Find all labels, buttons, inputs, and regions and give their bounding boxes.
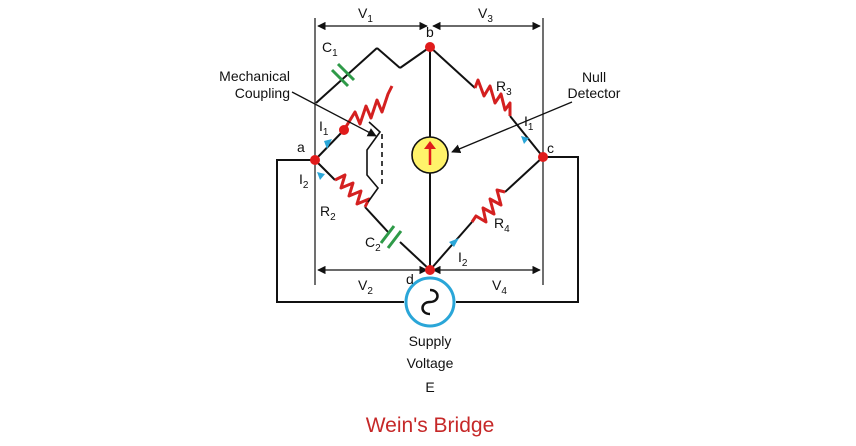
label-i2-left: I2	[299, 171, 309, 191]
label-v3: V3	[478, 5, 493, 25]
label-supply: Supply	[409, 333, 452, 349]
label-supply-symbol: E	[425, 379, 434, 395]
wire-r3-c	[509, 115, 544, 158]
label-r2: R2	[320, 203, 336, 223]
label-v1: V1	[358, 5, 373, 25]
label-i2-right: I2	[458, 249, 468, 269]
voltage-reference-lines	[314, 18, 544, 285]
wire-supply-left	[276, 159, 404, 303]
label-v4: V4	[492, 277, 507, 297]
resistor-r1-symbol	[342, 85, 394, 131]
node-b-dot	[425, 42, 435, 52]
wire-c2-d	[399, 241, 431, 271]
label-c1: C1	[322, 39, 338, 59]
label-v2: V2	[358, 277, 373, 297]
label-i1-right: I1	[524, 113, 534, 133]
mechanical-pointer	[291, 91, 377, 137]
label-voltage: Voltage	[407, 355, 454, 371]
current-arrow-i2-right	[449, 238, 459, 247]
label-null: Null	[582, 69, 606, 85]
wire-supply-right	[456, 156, 579, 303]
diagram-title: Wein's Bridge	[366, 414, 495, 437]
null-detector	[411, 136, 449, 174]
wire-c1-branch	[315, 47, 378, 104]
wire-top-to-b	[399, 46, 431, 69]
node-r1-junction-dot	[339, 125, 349, 135]
current-arrows	[317, 136, 529, 247]
resistor-r3-symbol	[473, 78, 512, 116]
label-i1-left: I1	[319, 118, 329, 138]
label-detector: Detector	[568, 85, 621, 101]
wire-r4-d	[429, 221, 473, 271]
current-arrow-i1-right	[521, 136, 529, 144]
capacitor-c1-symbol	[330, 62, 356, 88]
labels: V1 V3 V2 V4 b a c d C1 C2 R2 R3 R4 I1 I2…	[219, 5, 621, 437]
capacitors	[330, 62, 403, 249]
label-c2: C2	[365, 234, 381, 254]
voltage-arrows	[317, 21, 541, 275]
bridge-wires	[276, 46, 579, 303]
resistor-r2-symbol	[334, 173, 371, 208]
wire-a-left	[314, 129, 345, 161]
capacitor-c2-symbol	[379, 225, 403, 249]
label-node-a: a	[297, 139, 305, 155]
label-r4: R4	[494, 215, 510, 235]
current-arrow-i1-left	[324, 139, 332, 149]
pointer-lines	[291, 91, 573, 154]
supply-source	[404, 276, 456, 328]
mechanical-coupling	[366, 121, 383, 203]
node-a-dot	[310, 155, 320, 165]
nodes	[310, 42, 548, 275]
wire-r2-c2	[364, 206, 389, 233]
label-mechanical: Mechanical	[219, 68, 290, 84]
label-coupling: Coupling	[235, 85, 290, 101]
null-detector-pointer	[451, 101, 573, 154]
wire-c-r4	[504, 156, 544, 193]
label-node-c: c	[547, 140, 554, 156]
resistor-r4-symbol	[470, 188, 506, 224]
resistors	[334, 78, 512, 224]
label-node-b: b	[426, 24, 434, 40]
wire-c1-top	[376, 47, 401, 69]
label-r3: R3	[496, 78, 512, 98]
node-c-dot	[538, 152, 548, 162]
current-arrow-i2-left	[317, 172, 325, 180]
label-node-d: d	[406, 271, 414, 287]
node-d-dot	[425, 265, 435, 275]
sine-wave-icon	[421, 288, 439, 316]
wire-b-r3	[429, 46, 476, 89]
